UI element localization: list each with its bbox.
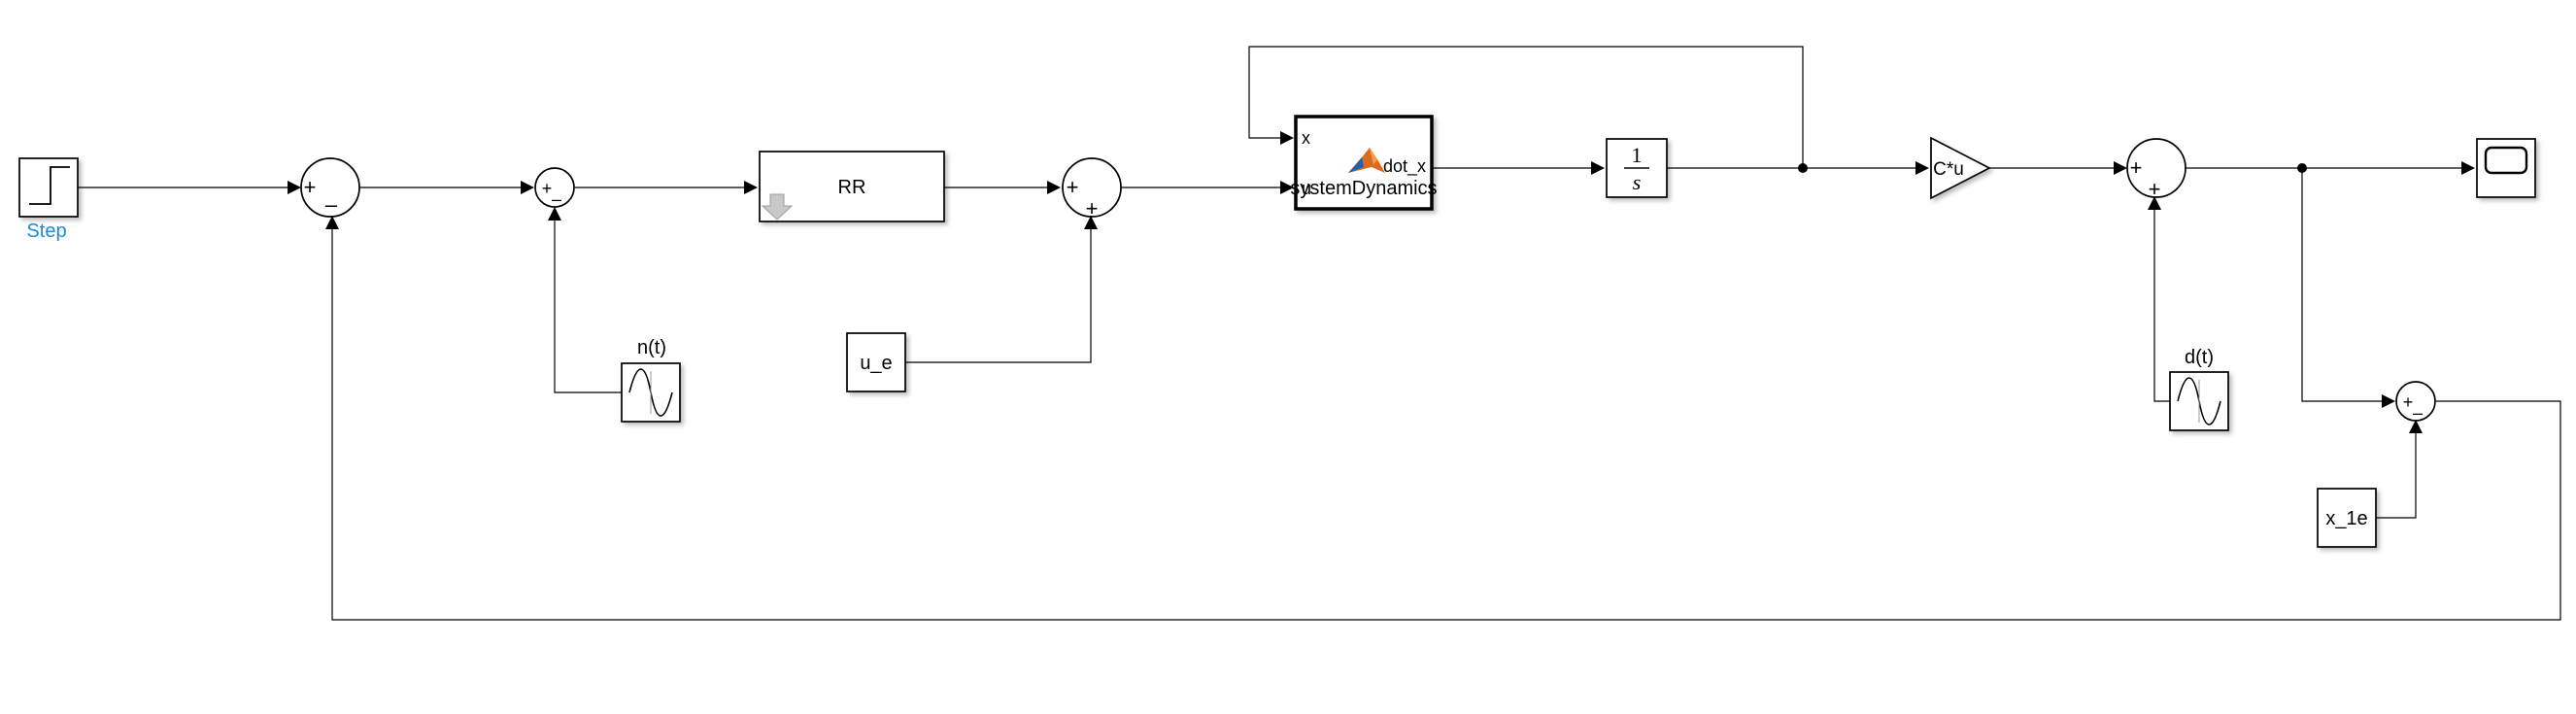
wire-x1e-to-sum5[interactable] xyxy=(2376,433,2417,519)
wire-ue-to-sum3[interactable] xyxy=(905,229,1092,363)
wire-arrowhead xyxy=(744,181,758,194)
step-block-label: Step xyxy=(26,221,66,242)
integrator-numerator: 1 xyxy=(1632,143,1643,167)
wire-arrowhead xyxy=(2114,161,2127,175)
wire-arrowhead xyxy=(521,181,534,194)
sum-block-3[interactable]: + + xyxy=(1062,157,1122,221)
sum4-plus-sign-bottom: + xyxy=(2149,177,2161,201)
fcn-input-u-label: u xyxy=(1302,179,1311,198)
wire-state-feedback[interactable] xyxy=(1248,46,1804,168)
wire-noise-to-sum2[interactable] xyxy=(554,221,622,393)
sum-block-4[interactable]: + + xyxy=(2126,138,2186,201)
wire-arrowhead xyxy=(548,207,561,221)
step-block[interactable]: Step xyxy=(18,157,79,242)
matlab-logo-icon xyxy=(1348,148,1385,173)
integrator-denominator: s xyxy=(1633,170,1642,194)
sum-block-2[interactable]: + – xyxy=(534,167,575,209)
wire-arrowhead xyxy=(2461,161,2475,175)
ue-block-label: u_e xyxy=(860,353,892,374)
wire-error-feedback[interactable] xyxy=(331,229,2561,621)
sum1-plus-sign: + xyxy=(304,175,317,199)
sum3-plus-sign: + xyxy=(1067,175,1079,199)
wire-arrowhead xyxy=(1915,161,1929,175)
system-dynamics-block[interactable]: x u dot_x systemDynamics xyxy=(1290,115,1438,211)
wire-arrowhead xyxy=(1591,161,1605,175)
rr-block-label: RR xyxy=(838,177,866,198)
wire-arrowhead xyxy=(288,181,301,194)
sum1-minus-sign: – xyxy=(325,192,338,217)
rr-controller-block[interactable]: RR xyxy=(759,151,945,222)
down-arrow-icon xyxy=(761,193,794,221)
wire-arrowhead xyxy=(325,216,339,229)
ue-constant-block[interactable]: u_e xyxy=(846,332,906,392)
fcn-output-label: dot_x xyxy=(1383,156,1426,177)
noise-sine-block[interactable]: n(t) xyxy=(621,337,681,423)
wire-arrowhead xyxy=(1047,181,1061,194)
sum2-plus-sign: + xyxy=(542,179,553,198)
wire-arrowhead xyxy=(1084,216,1098,229)
sum2-minus-sign: – xyxy=(552,189,561,209)
wire-arrowhead xyxy=(1280,181,1294,194)
disturbance-block-label: d(t) xyxy=(2185,347,2214,368)
signal-lines xyxy=(78,46,2561,621)
wire-disturbance-to-sum4[interactable] xyxy=(2153,210,2170,402)
sum5-minus-sign: – xyxy=(2413,403,2423,423)
x1e-constant-block[interactable]: x_1e xyxy=(2317,488,2377,548)
sum-block-5[interactable]: + – xyxy=(2395,381,2436,423)
sum3-plus-sign-bottom: + xyxy=(1086,196,1099,221)
wire-output-to-sum5[interactable] xyxy=(2301,168,2382,402)
wire-arrowhead xyxy=(2382,394,2395,408)
disturbance-sine-block[interactable]: d(t) xyxy=(2169,347,2229,431)
integrator-block[interactable]: 1 s xyxy=(1606,138,1668,198)
wire-arrowhead xyxy=(1280,131,1294,145)
noise-block-label: n(t) xyxy=(637,337,666,358)
gain-block[interactable]: C*u xyxy=(1930,136,1991,200)
scope-block[interactable] xyxy=(2476,138,2536,198)
sum5-plus-sign: + xyxy=(2403,392,2414,412)
fcn-input-x-label: x xyxy=(1302,128,1310,148)
scope-icon xyxy=(2484,146,2528,175)
fcn-block-name: systemDynamics xyxy=(1290,178,1437,199)
sum-block-1[interactable]: + – xyxy=(300,157,360,218)
sum4-plus-sign: + xyxy=(2130,155,2143,180)
x1e-block-label: x_1e xyxy=(2325,508,2367,529)
wire-arrowhead xyxy=(2148,196,2161,210)
wire-arrowhead xyxy=(2409,420,2423,433)
gain-block-label: C*u xyxy=(1933,159,1964,180)
step-icon xyxy=(29,166,70,205)
